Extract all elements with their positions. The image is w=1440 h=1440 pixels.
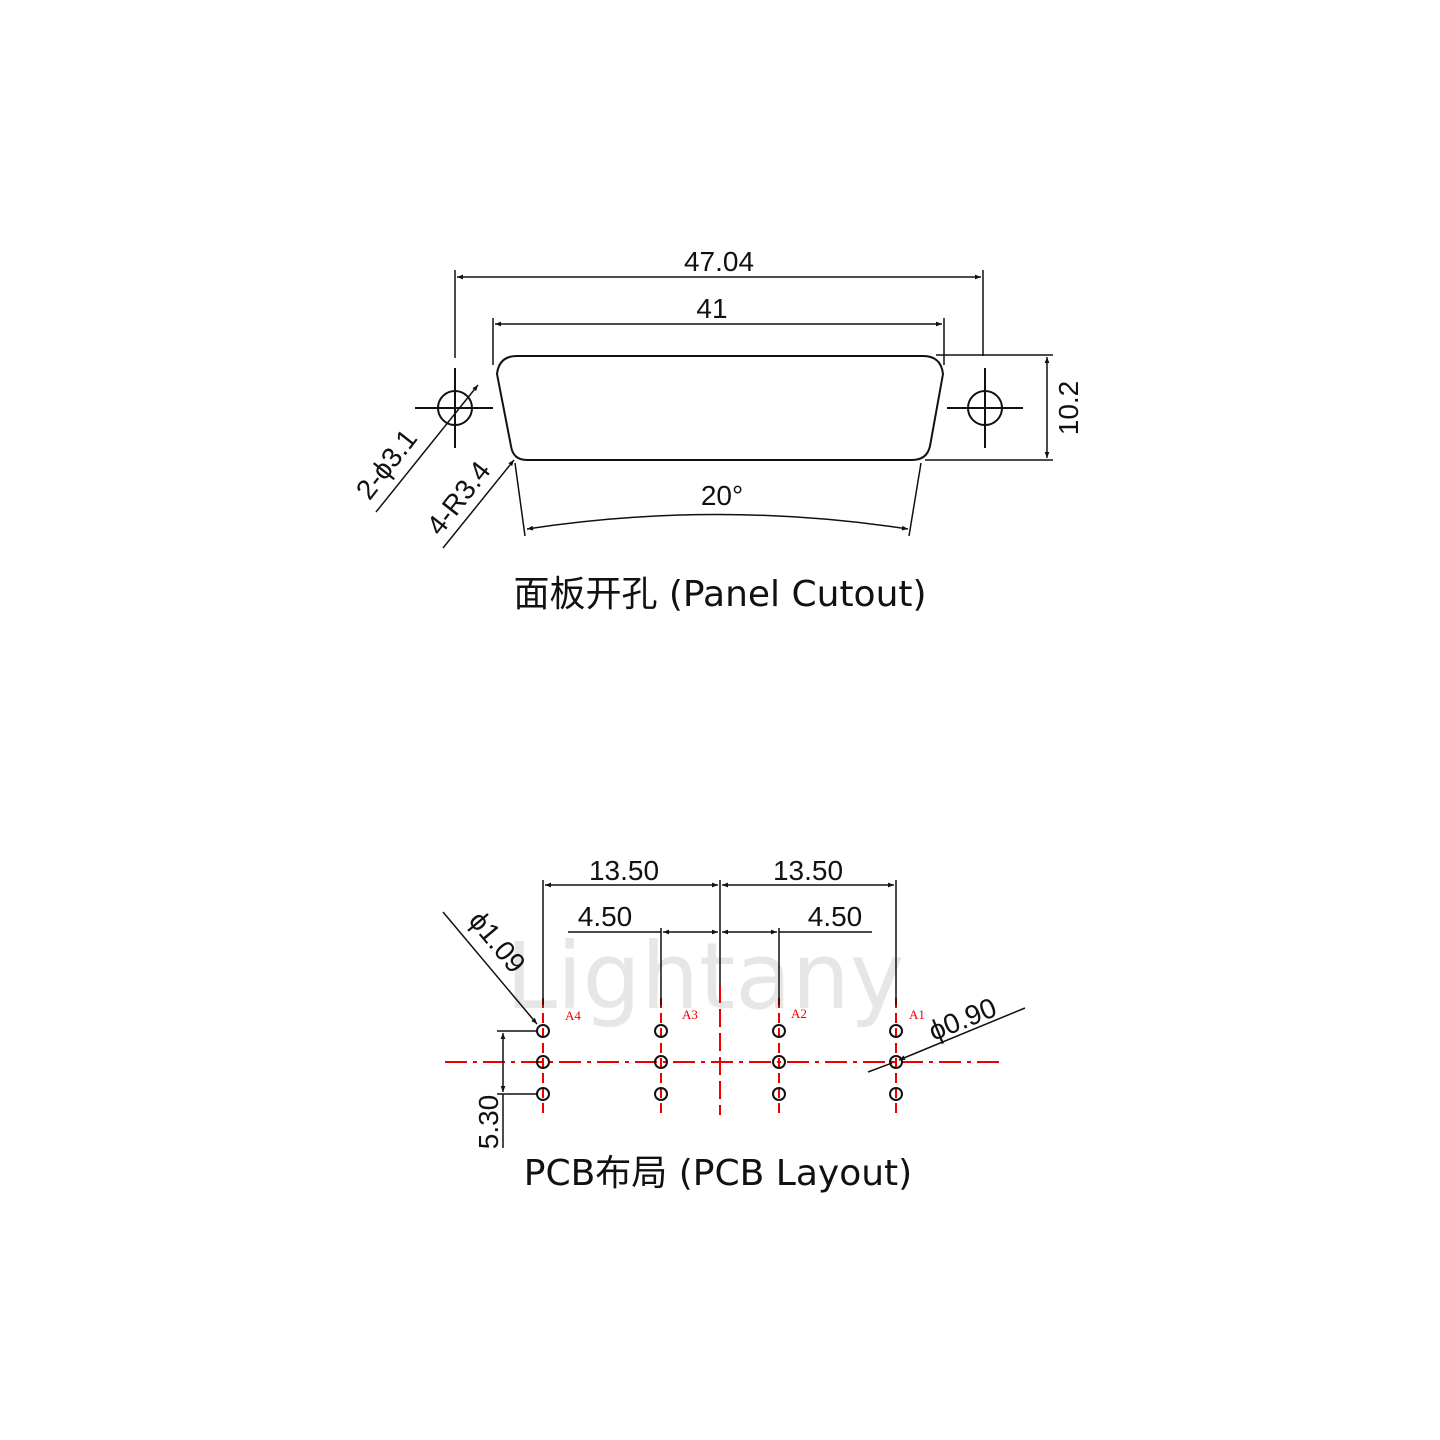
dim-overall-width: 47.04 — [684, 246, 754, 277]
pcb-layout-section — [442, 880, 1026, 1148]
pin-label-a3: A3 — [682, 1007, 698, 1022]
dim-left-span: 13.50 — [589, 855, 659, 886]
pin-label-a4: A4 — [565, 1008, 581, 1023]
mounting-hole-left — [415, 368, 493, 448]
dim-cutout-width: 41 — [696, 293, 727, 324]
dim-small-hole: ϕ0.90 — [924, 992, 1001, 1047]
dim-cutout-height: 10.2 — [1053, 381, 1084, 436]
dim-right-span: 13.50 — [773, 855, 843, 886]
pcb-layout-title: PCB布局 (PCB Layout) — [524, 1153, 912, 1194]
pin-label-a1: A1 — [909, 1007, 925, 1022]
dim-angle: 20° — [701, 480, 743, 511]
centerlines — [445, 985, 1003, 1118]
panel-cutout-section — [375, 270, 1053, 549]
dim-mounting-holes: 2-ϕ3.1 — [350, 423, 423, 505]
dim-row-pitch: 5.30 — [473, 1095, 504, 1150]
mounting-hole-right — [947, 368, 1023, 448]
pin-label-a2: A2 — [791, 1006, 807, 1021]
panel-cutout-title: 面板开孔 (Panel Cutout) — [513, 574, 926, 615]
dim-right-inner: 4.50 — [808, 901, 863, 932]
watermark: Lightany — [506, 923, 905, 1030]
dim-left-inner: 4.50 — [578, 901, 633, 932]
cutout-outline — [495, 355, 945, 461]
